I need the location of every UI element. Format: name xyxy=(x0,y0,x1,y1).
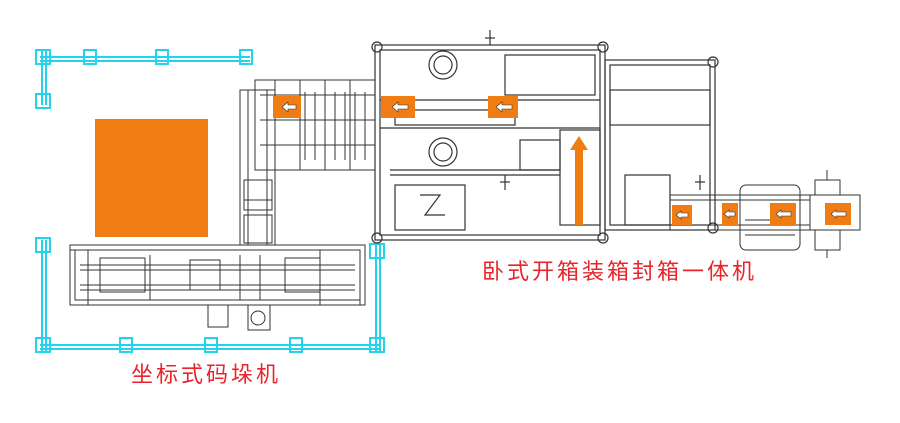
safety-fence xyxy=(35,49,385,353)
case-packer-label: 卧式开箱装箱封箱一体机 xyxy=(482,260,758,285)
case-packer-frame xyxy=(371,30,719,244)
flow-arrow-up-head xyxy=(570,136,588,150)
palletizer-column xyxy=(239,89,276,246)
flow-arrow-up xyxy=(575,148,583,225)
infeed-conveyor xyxy=(254,79,376,171)
pallet-stack xyxy=(95,119,208,237)
carton-flow xyxy=(273,96,851,225)
palletizer-gantry xyxy=(69,244,366,331)
palletizer-label: 坐标式码垛机 xyxy=(131,363,282,388)
